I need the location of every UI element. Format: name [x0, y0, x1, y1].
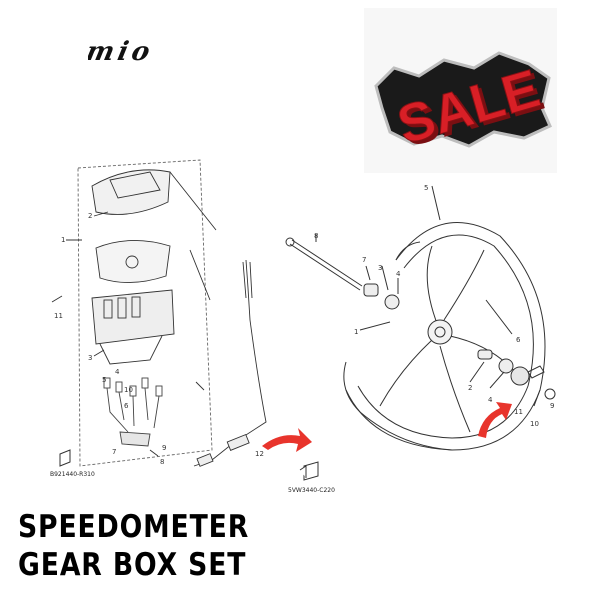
product-title: SPEEDOMETER GEAR BOX SET: [18, 508, 249, 584]
svg-text:4: 4: [396, 270, 401, 278]
product-title-line2: GEAR BOX SET: [18, 547, 247, 583]
left-callouts: 1 2 3 4 5 10 6 7 8 9 11 12: [54, 212, 264, 466]
svg-text:2: 2: [88, 212, 92, 220]
svg-text:5: 5: [102, 376, 106, 384]
svg-text:9: 9: [162, 444, 166, 452]
red-arrow-right-icon: [478, 402, 512, 438]
svg-text:3: 3: [378, 264, 382, 272]
reference-code-left: B921440-R310: [50, 471, 95, 478]
svg-text:6: 6: [516, 336, 521, 344]
svg-text:11: 11: [54, 312, 63, 320]
product-title-line1: SPEEDOMETER: [18, 509, 250, 545]
svg-text:1: 1: [354, 328, 358, 336]
red-arrow-left-icon: [262, 428, 312, 452]
svg-text:4: 4: [115, 368, 120, 376]
parts-diagram: 1 2 3 4 5 10 6 7 8 9 11 12 B921440-R310 …: [50, 159, 556, 494]
svg-text:11: 11: [514, 408, 523, 416]
svg-text:12: 12: [255, 450, 264, 458]
svg-text:5: 5: [424, 184, 428, 192]
reference-code-right: 5VW3440-C220: [288, 487, 335, 494]
svg-text:7: 7: [112, 448, 116, 456]
svg-text:6: 6: [124, 402, 129, 410]
front-wheel-assembly: [285, 185, 556, 451]
sale-badge: SALE SALE: [364, 8, 557, 173]
mio-logo-text: mio: [88, 36, 157, 66]
svg-text:10: 10: [530, 420, 539, 428]
svg-text:10: 10: [124, 386, 133, 394]
svg-text:3: 3: [88, 354, 92, 362]
reference-box-left: [59, 449, 71, 467]
svg-text:8: 8: [314, 232, 318, 240]
reference-box-center: [299, 461, 319, 481]
svg-text:2: 2: [468, 384, 472, 392]
svg-text:7: 7: [362, 256, 366, 264]
right-callouts: 5 8 7 3 4 1 6 2 4 11 10 9: [314, 184, 554, 428]
mio-logo: mio: [88, 36, 157, 66]
svg-text:8: 8: [160, 458, 164, 466]
svg-text:1: 1: [61, 236, 65, 244]
speedometer-assembly: [51, 159, 217, 467]
svg-text:9: 9: [550, 402, 554, 410]
speedometer-cable: [193, 259, 267, 467]
svg-text:4: 4: [488, 396, 493, 404]
